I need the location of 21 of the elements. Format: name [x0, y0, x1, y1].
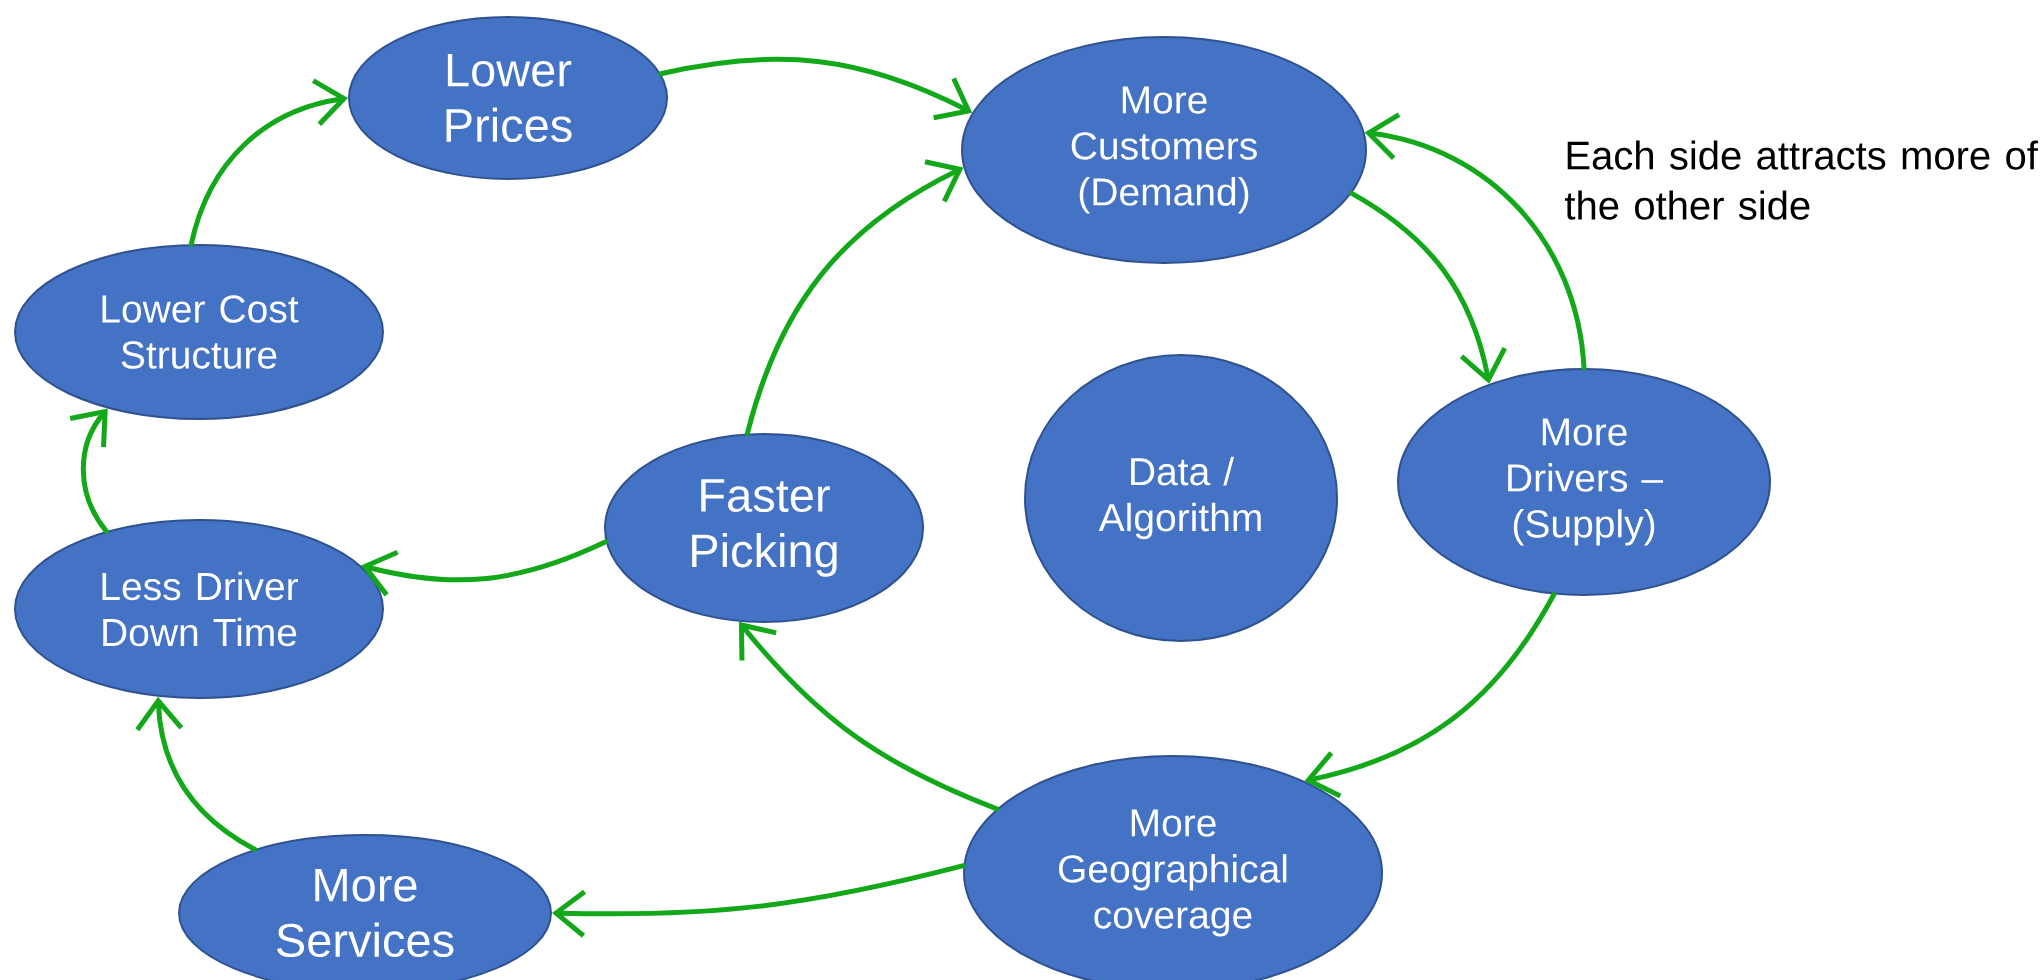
arrow [135, 696, 258, 852]
ellipse-node: Less Driver Down Time [14, 519, 384, 699]
ellipse-node: More Services [178, 834, 552, 980]
arrow [1364, 112, 1587, 371]
arrow [69, 408, 109, 534]
arrow [1349, 190, 1507, 384]
ellipse-node: Faster Picking [604, 433, 924, 623]
ellipse-node: More Drivers – (Supply) [1397, 368, 1771, 596]
arrow [1304, 592, 1557, 799]
ellipse-node: More Geographical coverage [963, 755, 1383, 980]
ellipse-node: Lower Prices [348, 16, 668, 180]
arrow [552, 863, 966, 938]
ellipse-node: Data / Algorithm [1024, 354, 1338, 642]
arrow [744, 159, 964, 436]
arrow [738, 621, 1000, 812]
note-text: Each side attracts more of the other side [1565, 140, 2038, 220]
ellipse-node: Lower Cost Structure [14, 244, 384, 420]
ellipse-node: More Customers (Demand) [961, 36, 1367, 264]
arrow [188, 78, 348, 247]
arrow [361, 539, 609, 597]
arrow [658, 56, 973, 121]
